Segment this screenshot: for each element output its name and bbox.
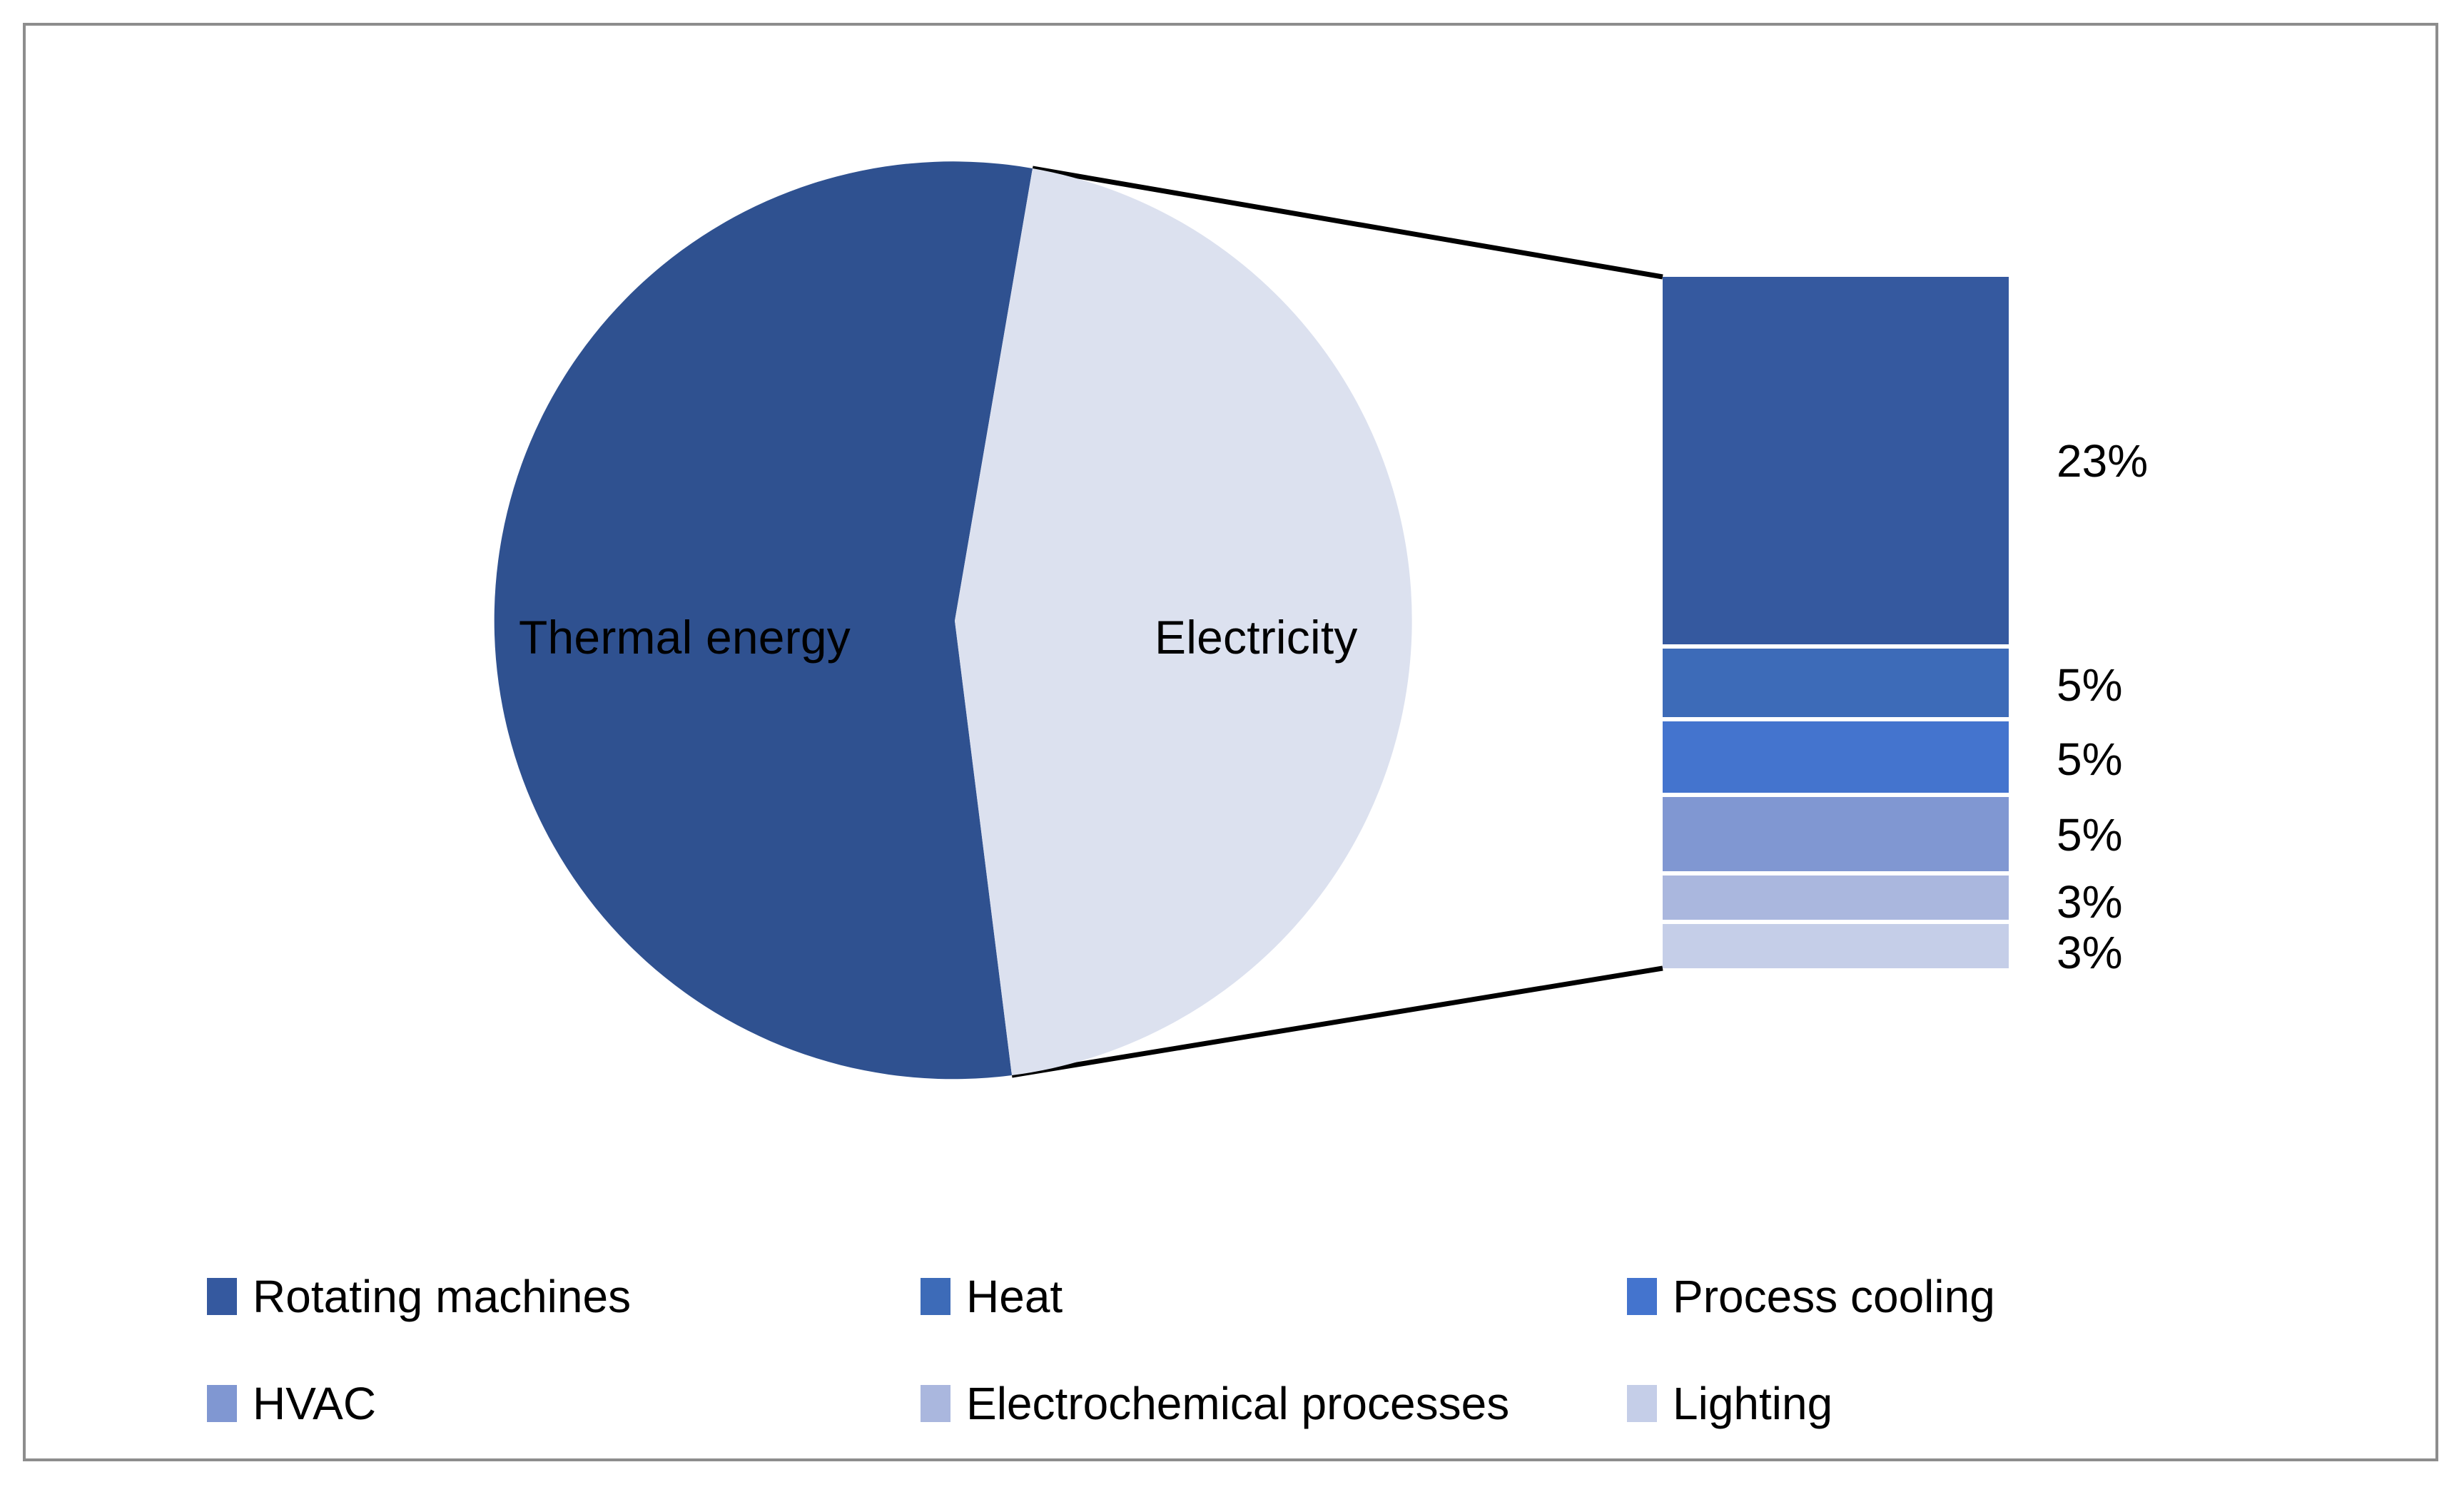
legend-label-rotating-machines: Rotating machines [253, 1271, 632, 1322]
legend-swatch-lighting [1627, 1385, 1657, 1422]
bar-segment-hvac[interactable] [1663, 797, 2009, 871]
legend-item-heat[interactable]: Heat [921, 1257, 1063, 1336]
legend-item-process-cooling[interactable]: Process cooling [1627, 1257, 1995, 1336]
chart-legend: Rotating machines Heat Process cooling H… [207, 1257, 2276, 1471]
pie-label-electricity: Electricity [1155, 611, 1358, 664]
legend-swatch-rotating-machines [207, 1278, 237, 1315]
legend-row-1: Rotating machines Heat Process cooling [207, 1257, 2276, 1364]
legend-row-2: HVAC Electrochemical processes Lighting [207, 1364, 2276, 1471]
bar-segment-lighting[interactable] [1663, 924, 2009, 968]
connector-line-top [1032, 166, 1663, 280]
bar-value-rotating-machines: 23% [2057, 435, 2149, 487]
legend-item-hvac[interactable]: HVAC [207, 1364, 376, 1443]
bar-value-process-cooling: 5% [2057, 734, 2123, 785]
legend-label-hvac: HVAC [253, 1378, 377, 1429]
connector-line-bottom [1011, 965, 1663, 1078]
legend-item-rotating-machines[interactable]: Rotating machines [207, 1257, 631, 1336]
bar-value-hvac: 5% [2057, 809, 2123, 861]
legend-label-heat: Heat [966, 1271, 1063, 1322]
legend-item-lighting[interactable]: Lighting [1627, 1364, 1832, 1443]
bar-value-electrochemical-processes: 3% [2057, 876, 2123, 928]
legend-swatch-hvac [207, 1385, 237, 1422]
pie-slice-thermal-energy[interactable] [494, 161, 1033, 1080]
legend-label-lighting: Lighting [1673, 1378, 1833, 1429]
bar-segment-heat[interactable] [1663, 649, 2009, 717]
bar-value-lighting: 3% [2057, 927, 2123, 978]
legend-swatch-process-cooling [1627, 1278, 1657, 1315]
bar-segment-process-cooling[interactable] [1663, 721, 2009, 793]
bar-segment-electrochemical-processes[interactable] [1663, 876, 2009, 920]
bar-value-heat: 5% [2057, 659, 2123, 711]
pie-label-thermal-energy: Thermal energy [519, 611, 851, 664]
legend-label-electrochemical-processes: Electrochemical processes [966, 1378, 1510, 1429]
pie-chart [494, 161, 1412, 1080]
stacked-bar [1663, 277, 2009, 968]
legend-swatch-heat [921, 1278, 950, 1315]
legend-swatch-electrochemical-processes [921, 1385, 950, 1422]
bar-segment-rotating-machines[interactable] [1663, 277, 2009, 644]
legend-item-electrochemical-processes[interactable]: Electrochemical processes [921, 1364, 1509, 1443]
legend-label-process-cooling: Process cooling [1673, 1271, 1995, 1322]
pie-slice-electricity[interactable] [955, 168, 1412, 1075]
